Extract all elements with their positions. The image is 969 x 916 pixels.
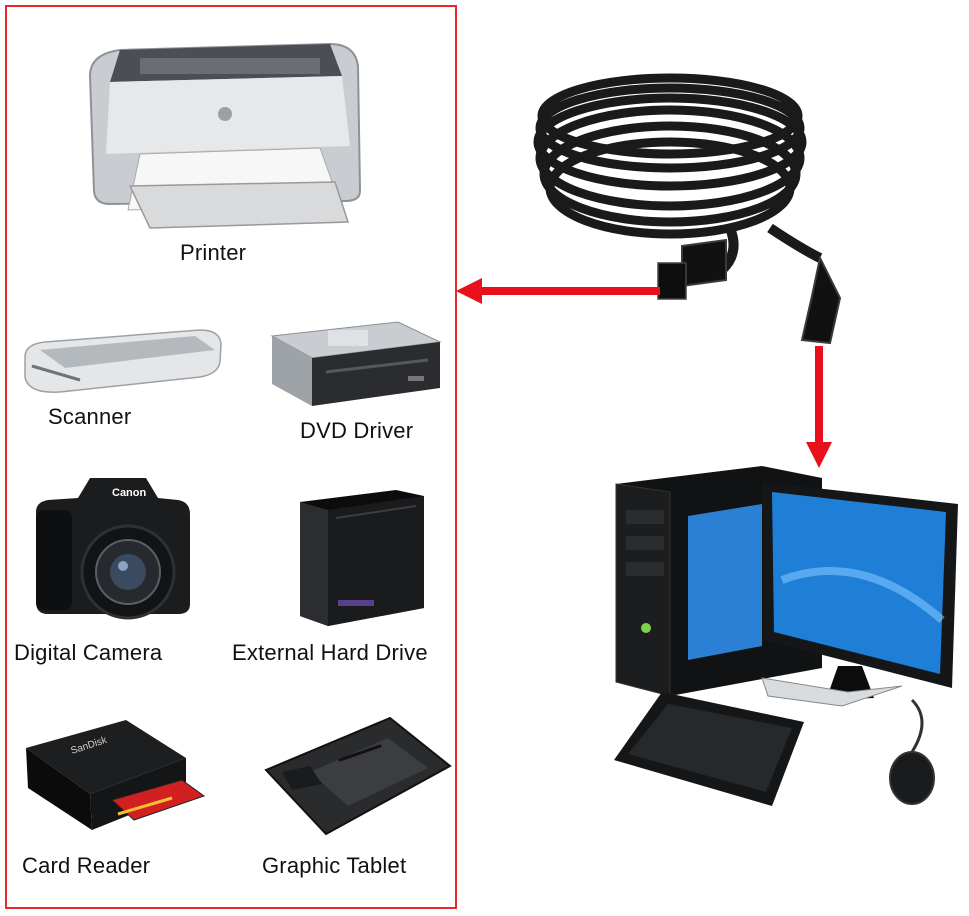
camera-brand-text: Canon <box>112 487 147 499</box>
camera-icon: Canon <box>36 478 190 620</box>
arrow-down-icon <box>806 346 832 468</box>
device-label-external-hard-drive: External Hard Drive <box>232 640 428 665</box>
usb-cable-icon <box>533 73 842 345</box>
peripheral-devices-box <box>5 5 457 909</box>
hard-drive-icon <box>300 490 424 626</box>
device-label-digital-camera: Digital Camera <box>14 640 163 665</box>
scanner-icon <box>24 329 222 393</box>
arrow-left-icon <box>456 278 660 304</box>
device-label-printer: Printer <box>180 240 247 265</box>
desktop-computer-icon <box>614 466 958 806</box>
card-reader-icon: SanDisk <box>26 720 206 830</box>
dvd-drive-icon <box>270 321 442 406</box>
printer-icon <box>88 42 362 229</box>
device-label-graphic-tablet: Graphic Tablet <box>262 853 407 878</box>
device-label-card-reader: Card Reader <box>22 853 151 878</box>
device-label-dvd-driver: DVD Driver <box>300 418 414 443</box>
graphic-tablet-icon <box>264 716 452 836</box>
device-label-scanner: Scanner <box>48 404 132 429</box>
